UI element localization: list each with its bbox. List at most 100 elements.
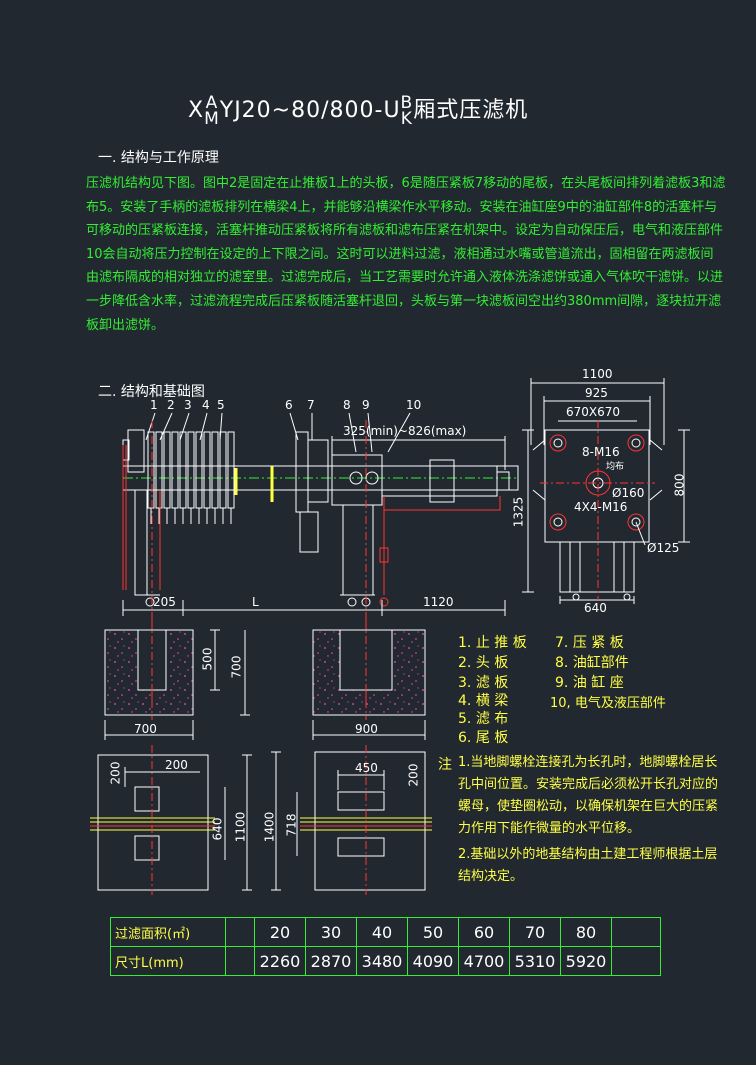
legend-name: 油 缸 座 (572, 675, 624, 691)
foundation-right (312, 620, 426, 740)
dim-670: 670X670 (566, 405, 621, 419)
title-sup-1: A (205, 93, 219, 113)
plan-left (90, 745, 252, 895)
legend-item-1: 1. 止 推 板 (458, 632, 527, 652)
legend-num: 7. (555, 635, 569, 651)
table-cell (225, 946, 255, 976)
legend-num: 5. (458, 711, 472, 727)
spec-table: 过滤面积(㎡) 20 30 40 50 60 70 80 尺寸L(mm) 226… (110, 917, 661, 976)
table-cell (611, 917, 661, 947)
callout-3: 3 (184, 398, 192, 412)
dim-925: 925 (585, 386, 608, 400)
legend-name: 滤 板 (475, 675, 509, 691)
dim-1325: 1325 (511, 496, 526, 528)
callout-4: 4 (202, 398, 210, 412)
end-view (522, 378, 690, 604)
legend-num: 4. (458, 693, 472, 709)
callout-5: 5 (217, 398, 225, 412)
legend-num: 9. (555, 675, 569, 691)
dim-1120: 1120 (423, 595, 454, 609)
table-cell: 70 (509, 917, 561, 947)
dim-800: 800 (672, 473, 687, 497)
title-sup-2: B (400, 93, 414, 113)
note-2: 2.基础以外的地基结构由土建工程师根据土层结构决定。 (458, 847, 718, 884)
dim-700-h: 700 (229, 655, 244, 679)
dim-700-w: 700 (134, 722, 157, 736)
table-cell: 2870 (305, 946, 357, 976)
table-cell: 5920 (560, 946, 612, 976)
section1-paragraph: 压滤机结构见下图。图中2是固定在止推板1上的头板，6是随压紧板7移动的尾板，在头… (86, 172, 726, 337)
legend-num: 6. (458, 730, 472, 746)
row-label-area: 过滤面积(㎡) (110, 917, 226, 947)
legend-num: 8. (555, 655, 569, 671)
legend-num: 2. (458, 655, 472, 671)
title-model: YJ20~80/800-U (219, 98, 401, 123)
legend-item-10: 10, 电气及液压部件 (550, 692, 666, 711)
dim-500: 500 (200, 647, 215, 671)
legend-item-8: 8. 油缸部件 (555, 652, 629, 672)
dim-200-right: 200 (406, 763, 421, 787)
callout-8: 8 (343, 398, 351, 412)
overall-dimension (122, 600, 506, 616)
table-cell: 50 (407, 917, 459, 947)
dim-640-end: 640 (584, 601, 607, 615)
table-cell: 20 (254, 917, 306, 947)
legend-name: 止 推 板 (475, 635, 527, 651)
dim-900: 900 (355, 722, 378, 736)
callout-9: 9 (362, 398, 370, 412)
table-cell (225, 917, 255, 947)
notes-block: 1.当地脚螺栓连接孔为长孔时，地脚螺栓居长孔中间位置。安装完成后必须松开长孔对应… (458, 752, 718, 888)
table-cell: 5310 (509, 946, 561, 976)
plan-right (271, 745, 432, 895)
legend-item-9: 9. 油 缸 座 (555, 672, 624, 692)
dim-160: Ø160 (612, 486, 645, 500)
title-suffix: 厢式压滤机 (413, 98, 529, 123)
callout-6: 6 (285, 398, 293, 412)
stroke-dimension (331, 436, 506, 470)
legend-item-2: 2. 头 板 (458, 652, 508, 672)
legend-name: 横 梁 (475, 693, 509, 709)
title-sub-2: K (400, 109, 413, 129)
dim-1100-plan: 1100 (233, 811, 248, 843)
dim-L: L (252, 595, 259, 609)
table-cell: 2260 (254, 946, 306, 976)
callout-2: 2 (167, 398, 175, 412)
legend-item-7: 7. 压 紧 板 (555, 632, 624, 652)
callout-1: 1 (150, 398, 158, 412)
table-cell: 80 (560, 917, 612, 947)
thrust-plate (127, 429, 145, 473)
legend-num: 3. (458, 675, 472, 691)
table-row: 尺寸L(mm) 2260 2870 3480 4090 4700 5310 59… (110, 946, 661, 976)
dim-1100-top: 1100 (582, 367, 613, 381)
main-view (122, 412, 519, 700)
row-label-length: 尺寸L(mm) (110, 946, 226, 976)
section2-heading: 二. 结构和基础图 (98, 384, 205, 400)
note-1: 1.当地脚螺栓连接孔为长孔时，地脚螺栓居长孔中间位置。安装完成后必须松开长孔对应… (458, 755, 719, 836)
press-plate (307, 439, 329, 503)
head-leg (134, 489, 148, 596)
foundation-left (104, 620, 250, 740)
legend-item-5: 5. 滤 布 (458, 708, 508, 728)
section1-heading: 一. 结构与工作原理 (98, 150, 219, 166)
table-row: 过滤面积(㎡) 20 30 40 50 60 70 80 (110, 917, 661, 947)
notes-label: 注 (438, 757, 452, 773)
end-stand (559, 541, 635, 593)
tail-plate (295, 431, 309, 513)
legend-name: 尾 板 (475, 730, 509, 746)
dim-205: 205 (153, 595, 176, 609)
legend-name: 压 紧 板 (572, 635, 624, 651)
table-cell (611, 946, 661, 976)
legend-num: 10, (550, 696, 571, 711)
dim-125: Ø125 (647, 541, 680, 555)
dim-200-left-b: 200 (165, 758, 188, 772)
table-cell: 40 (356, 917, 408, 947)
legend-item-3: 3. 滤 板 (458, 672, 508, 692)
hydraulic-cylinder (381, 465, 498, 497)
callout-7: 7 (307, 398, 315, 412)
dim-200-left-a: 200 (108, 761, 123, 785)
legend-name: 油缸部件 (572, 655, 629, 671)
